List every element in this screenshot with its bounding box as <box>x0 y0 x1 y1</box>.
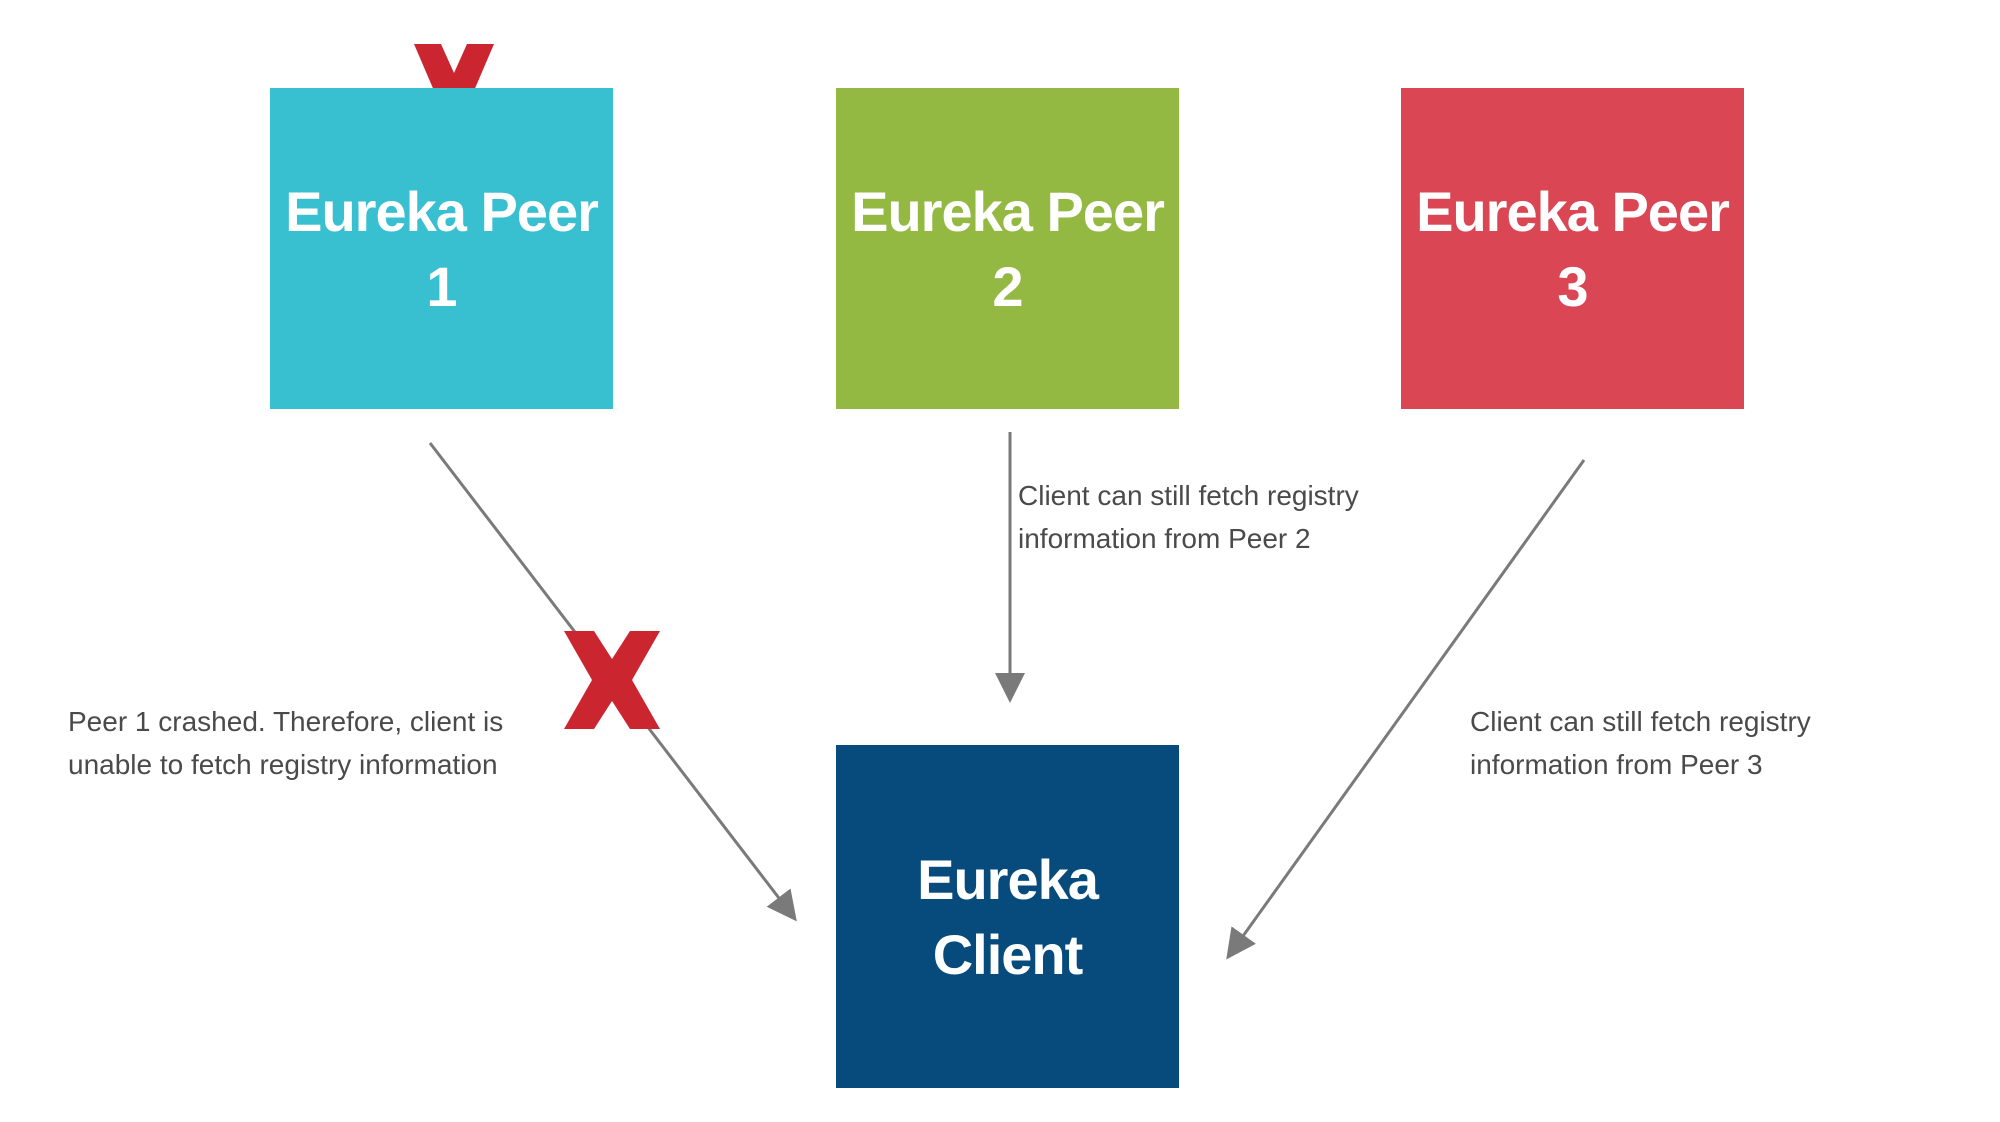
note-line: Client can still fetch registry <box>1470 706 1811 737</box>
note-line: Peer 1 crashed. Therefore, client is <box>68 706 504 737</box>
eureka-peer-1-label: Eureka Peer 1 <box>285 179 599 318</box>
note-line: information from Peer 3 <box>1470 749 1763 780</box>
peer2-fetch-note: Client can still fetch registry informat… <box>1018 474 1359 560</box>
eureka-peer-3-box: Eureka Peer 3 <box>1401 88 1744 409</box>
note-line: unable to fetch registry information <box>68 749 498 780</box>
note-line: Client can still fetch registry <box>1018 480 1359 511</box>
eureka-peer-3-label: Eureka Peer 3 <box>1416 179 1730 318</box>
eureka-peer-2-box: Eureka Peer 2 <box>836 88 1179 409</box>
eureka-peer-2-label: Eureka Peer 2 <box>851 179 1165 318</box>
note-line: information from Peer 2 <box>1018 523 1311 554</box>
arrow-peer3-to-client <box>1226 459 1586 960</box>
edge-broken-cross-icon <box>564 631 660 729</box>
eureka-client-box: Eureka Client <box>836 745 1179 1088</box>
eureka-peer-1-box: Eureka Peer 1 <box>270 88 613 409</box>
peer3-fetch-note: Client can still fetch registry informat… <box>1470 700 1811 786</box>
peer1-crash-note: Peer 1 crashed. Therefore, client is una… <box>68 700 503 786</box>
eureka-client-label: Eureka Client <box>917 847 1099 986</box>
